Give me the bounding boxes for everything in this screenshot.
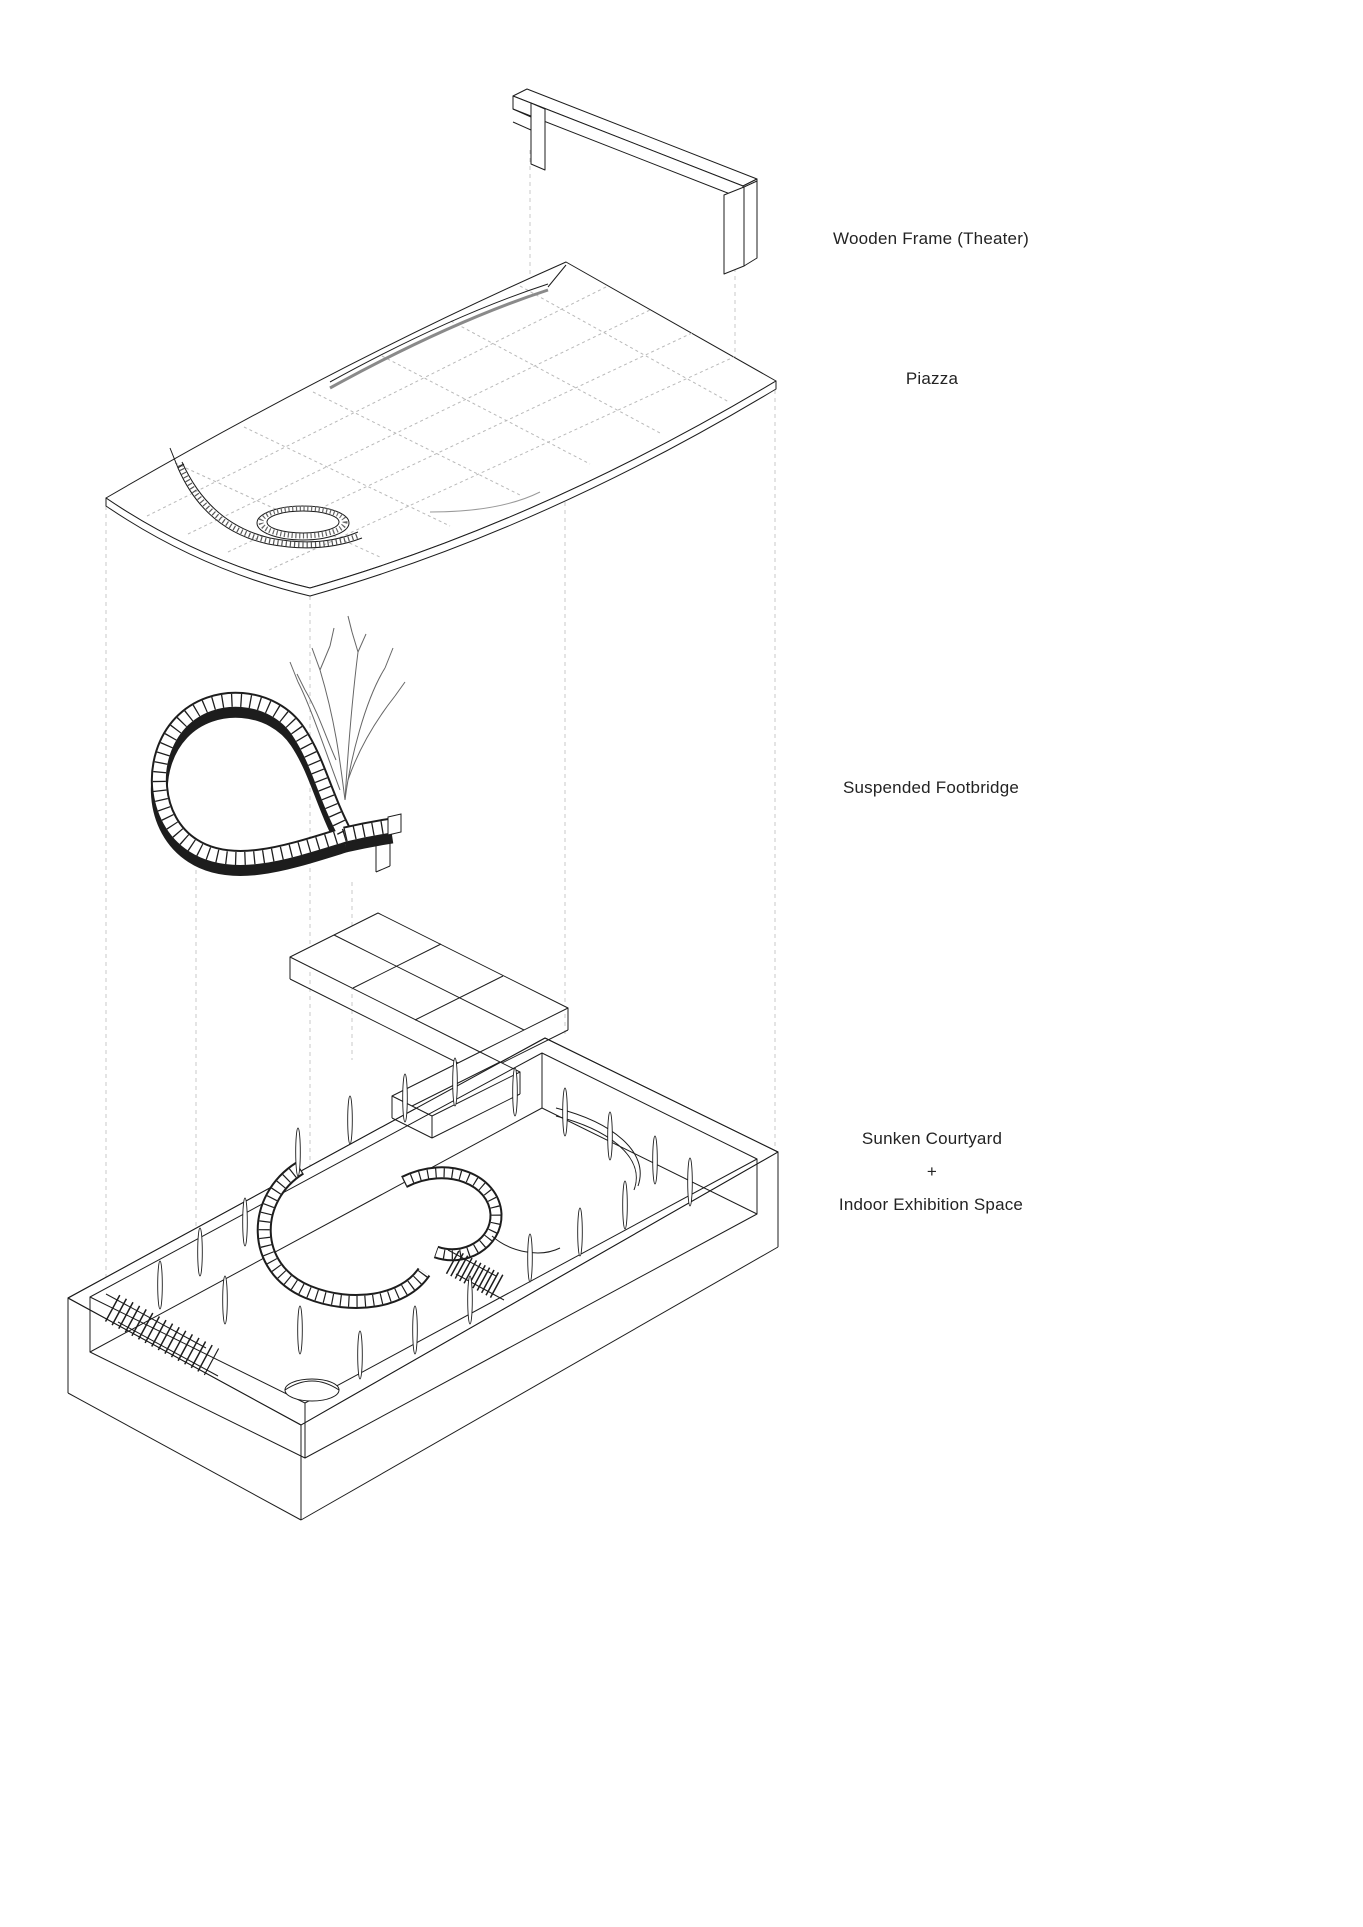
piazza-oculus-hatch: [258, 505, 348, 539]
entry-stair: [104, 1293, 220, 1377]
suspended-footbridge-drawing: [150, 691, 402, 876]
frame-right-post-side: [743, 180, 758, 267]
piazza-surface: [105, 261, 777, 589]
frame-left-leg: [530, 102, 546, 171]
piazza-oculus-inner: [266, 510, 340, 534]
curved-interior-walls: [491, 1107, 641, 1254]
frame-right-post-front: [723, 186, 745, 275]
piazza-raised-edge-shade: [329, 288, 549, 390]
piazza-drawing: [105, 261, 777, 597]
wooden-frame-drawing: [512, 88, 758, 275]
label-footbridge: Suspended Footbridge: [842, 778, 1020, 797]
frame-beam-front-face: [512, 95, 744, 200]
piazza-ramp-hatch: [177, 464, 361, 548]
footbridge-end-platform: [387, 813, 402, 836]
label-courtyard-line1: Sunken Courtyard: [861, 1129, 1003, 1148]
footbridge-supports: [375, 834, 391, 873]
interior-stair-hatched: [445, 1249, 507, 1301]
piazza-edge-thickness: [105, 380, 777, 597]
tree-drawing: [289, 615, 406, 801]
courtyard-floor: [89, 1107, 758, 1459]
interior-columns: [157, 1057, 693, 1380]
label-piazza: Piazza: [905, 369, 959, 388]
piazza-bench-curve: [429, 491, 541, 513]
piazza-ramp-fin: [169, 447, 185, 469]
spiral-ramp: [256, 1161, 503, 1309]
sunken-courtyard-drawing: [67, 912, 779, 1521]
frame-beam-top-face: [512, 88, 758, 187]
label-courtyard-line2: Indoor Exhibition Space: [838, 1195, 1024, 1214]
label-wooden-frame: Wooden Frame (Theater): [833, 229, 1029, 248]
label-courtyard-plus: +: [926, 1162, 938, 1181]
dome-skylight: [284, 1378, 340, 1402]
